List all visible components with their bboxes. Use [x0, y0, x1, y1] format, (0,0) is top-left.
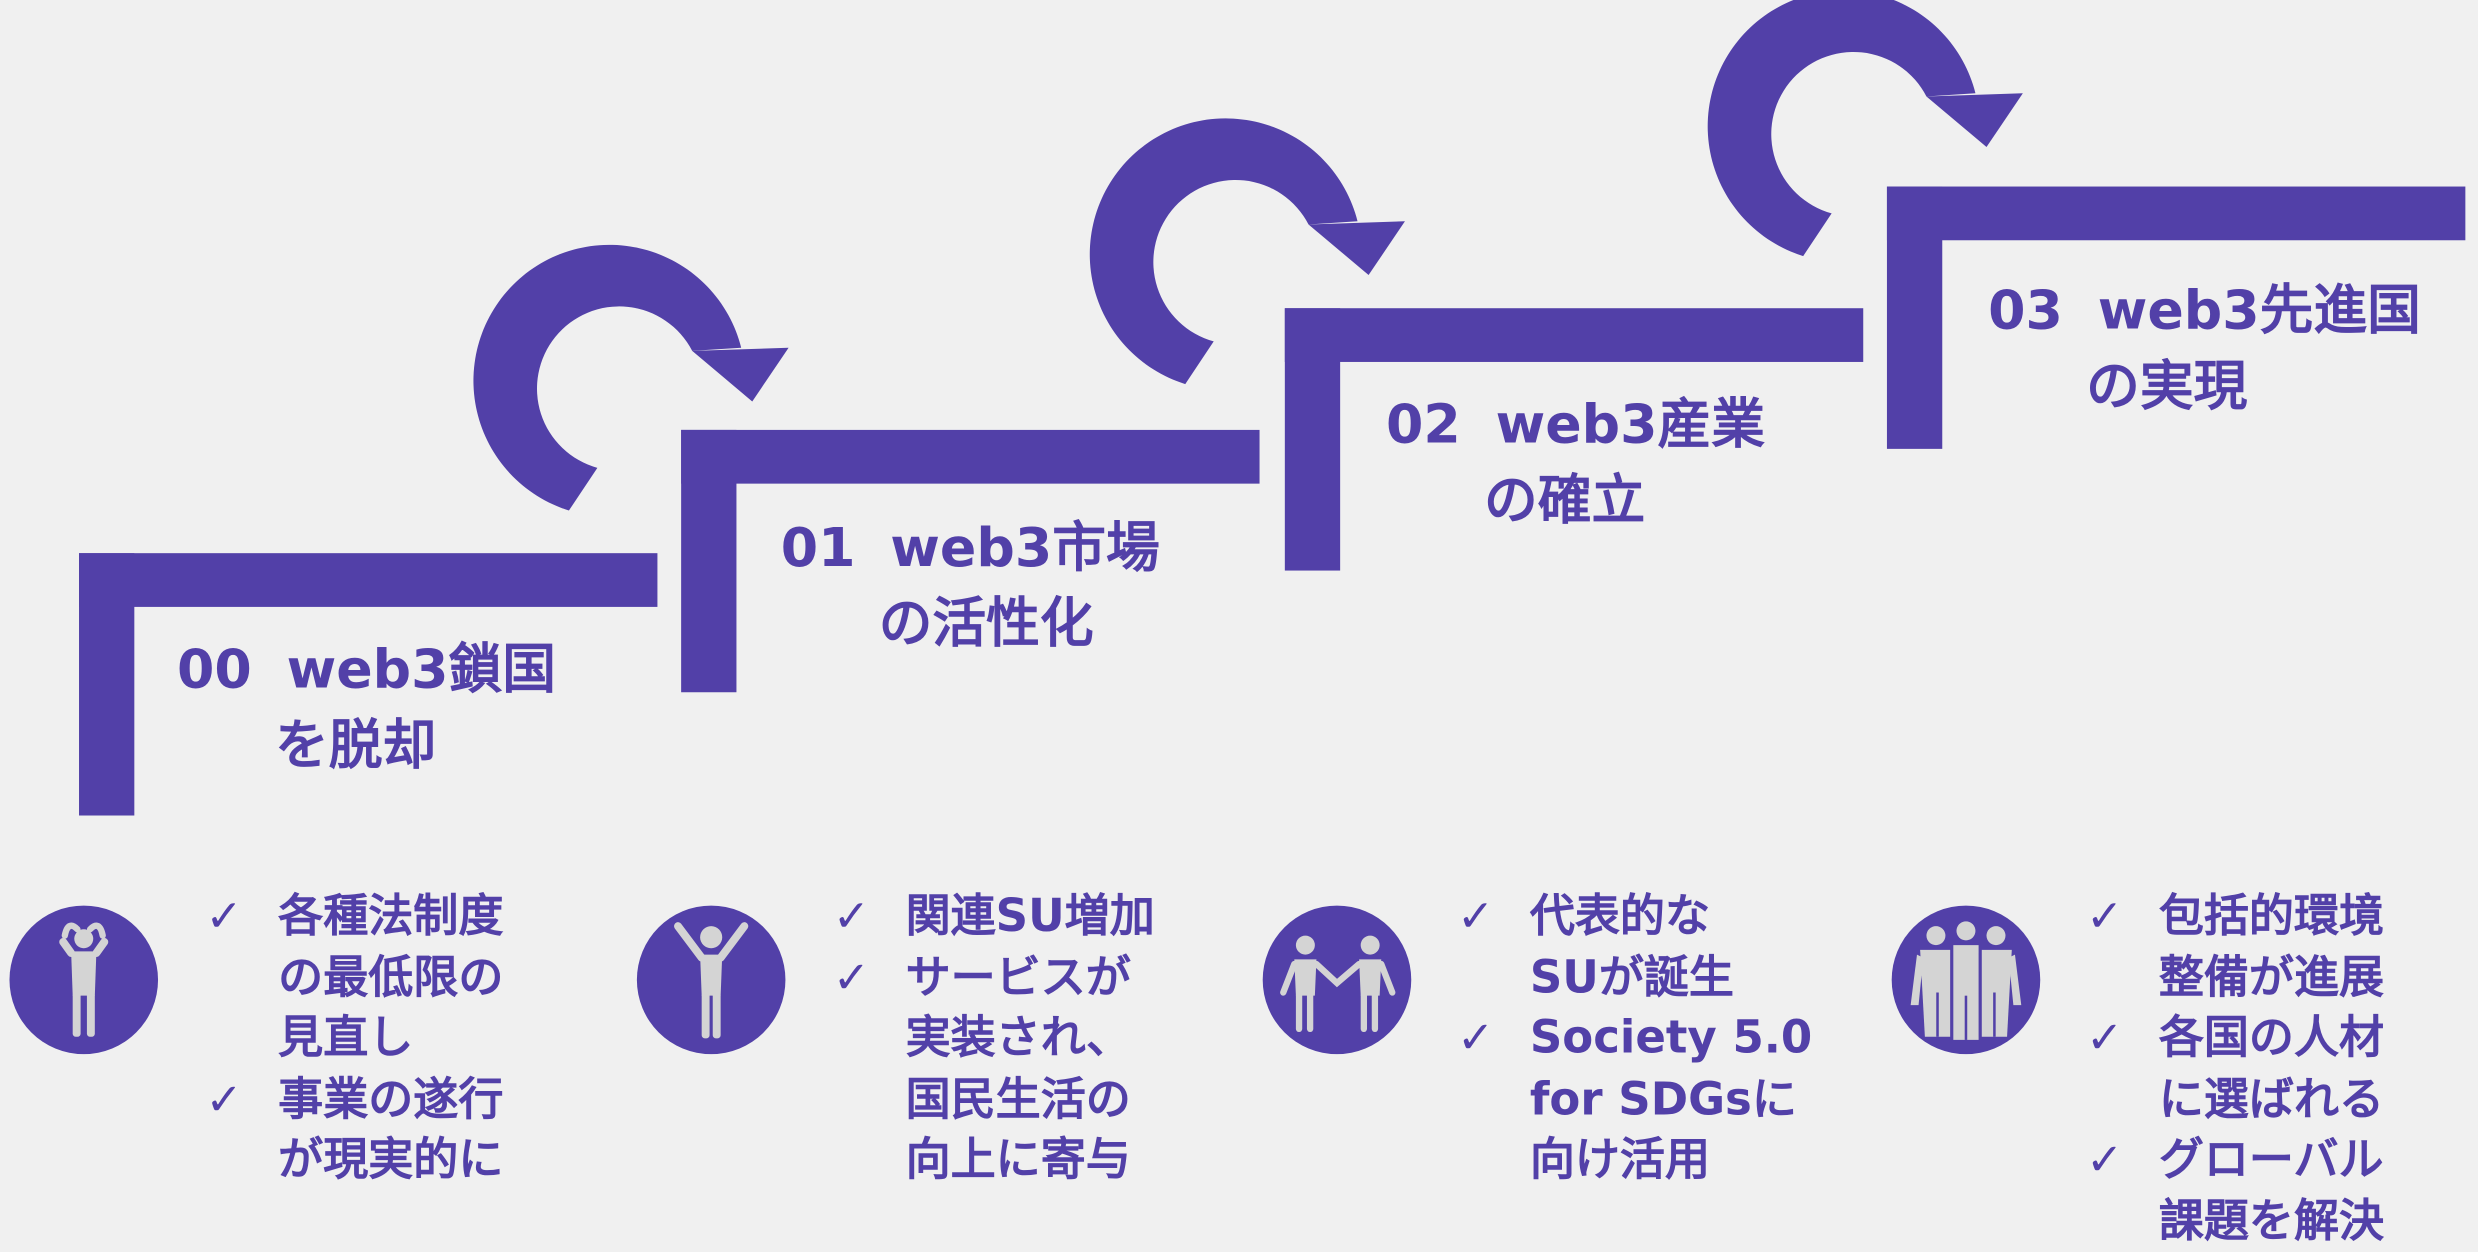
stage-bullets-01: ✓ 関連SU増加 ✓ サービスが 実装され、 国民生活の 向上に寄与	[833, 887, 1155, 1191]
check-icon: ✓	[2086, 889, 2124, 942]
check-icon: ✓	[1457, 1011, 1495, 1064]
cheering-person-icon	[636, 905, 786, 1055]
stage-bullets-00: ✓ 各種法制度 の最低限の 見直し ✓ 事業の遂行 が現実的に	[205, 887, 503, 1191]
bullet-item: ✓ 各種法制度 の最低限の 見直し	[205, 887, 503, 1070]
stage-bullets-03: ✓ 包括的環境 整備が進展 ✓ 各国の人材 に選ばれる ✓ グローバル 課題を解…	[2086, 887, 2384, 1252]
check-icon: ✓	[205, 1072, 243, 1125]
progress-arrow-icon	[473, 244, 789, 511]
check-icon: ✓	[1457, 889, 1495, 942]
bullet-item: ✓ 包括的環境 整備が進展	[2086, 887, 2384, 1009]
check-icon: ✓	[205, 889, 243, 942]
check-icon: ✓	[2086, 1011, 2124, 1064]
two-people-holding-hands-icon	[1262, 905, 1412, 1055]
group-of-people-icon	[1891, 905, 2041, 1055]
progress-arrow-icon	[1707, 0, 2023, 257]
bullet-item: ✓ 事業の遂行 が現実的に	[205, 1069, 503, 1191]
bullet-item: ✓ 各国の人材 に選ばれる	[2086, 1008, 2384, 1130]
step-bracket-03	[1886, 186, 2466, 449]
bullet-item: ✓ 代表的な SUが誕生	[1457, 887, 1812, 1009]
stage-bullets-02: ✓ 代表的な SUが誕生 ✓ Society 5.0 for SDGsに 向け活…	[1457, 887, 1812, 1191]
stressed-person-icon	[9, 905, 159, 1055]
check-icon: ✓	[2086, 1133, 2124, 1186]
step-bracket-00	[79, 553, 658, 816]
bullet-item: ✓ サービスが 実装され、 国民生活の 向上に寄与	[833, 948, 1155, 1191]
bullet-item: ✓ 関連SU増加	[833, 887, 1155, 948]
bullet-item: ✓ Society 5.0 for SDGsに 向け活用	[1457, 1008, 1812, 1191]
step-bracket-01	[681, 429, 1260, 693]
progress-arrow-icon	[1089, 118, 1405, 385]
check-icon: ✓	[832, 950, 870, 1003]
check-icon: ✓	[832, 889, 870, 942]
bullet-item: ✓ グローバル 課題を解決	[2086, 1130, 2384, 1252]
step-bracket-02	[1284, 308, 1864, 571]
